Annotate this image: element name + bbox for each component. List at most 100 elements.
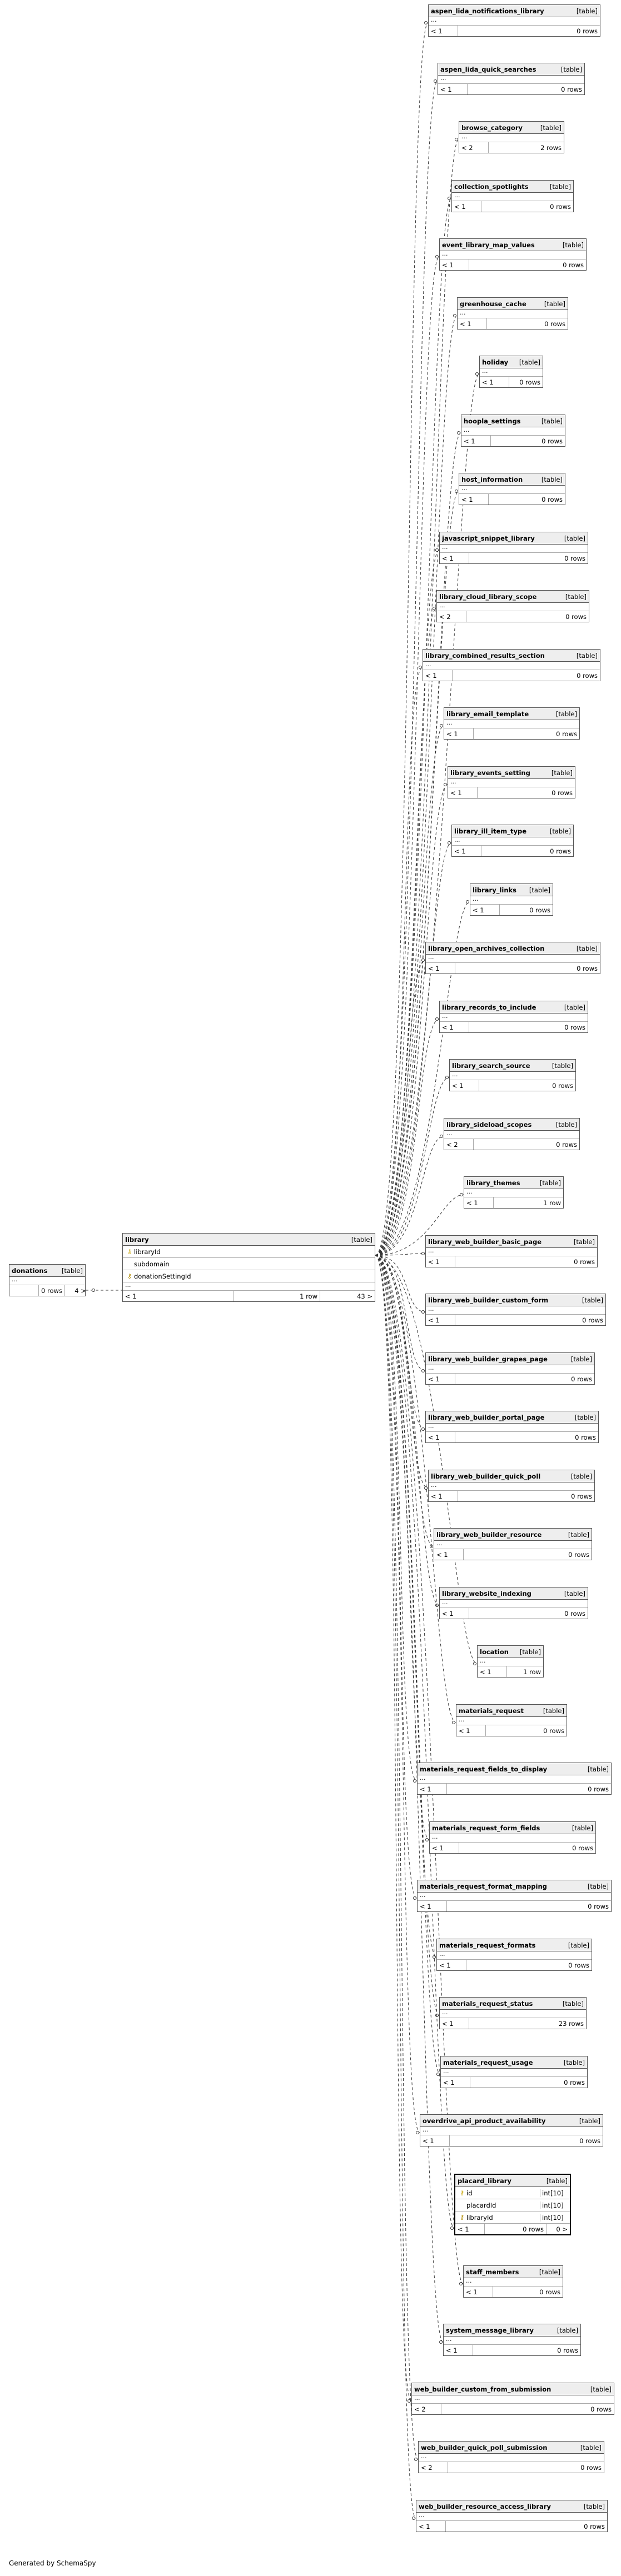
table-library-web-builder-resource[interactable]: library_web_builder_resource[table]...< …: [434, 1528, 592, 1560]
columns-ellipsis: ...: [426, 1365, 594, 1374]
table-library-web-builder-portal-page[interactable]: library_web_builder_portal_page[table]..…: [425, 1411, 599, 1443]
columns-ellipsis: ...: [440, 2009, 586, 2018]
table-web-builder-resource-access-library[interactable]: web_builder_resource_access_library[tabl…: [416, 2500, 608, 2532]
table-placard-library[interactable]: placard_library [table] ⚷ id int[10] pla…: [454, 2174, 571, 2235]
table-materials-request-format-mapping[interactable]: materials_request_format_mapping[table].…: [417, 1880, 612, 1912]
column-type: int[10]: [540, 2213, 568, 2221]
table-library-web-builder-custom-form[interactable]: library_web_builder_custom_form[table]..…: [425, 1294, 606, 1326]
table-type: [table]: [582, 1296, 603, 1304]
row-count: 0 rows: [564, 1023, 585, 1031]
table-overdrive-api-product-availability[interactable]: overdrive_api_product_availability[table…: [420, 2114, 603, 2146]
table-library-web-builder-basic-page[interactable]: library_web_builder_basic_page[table]...…: [425, 1235, 598, 1267]
columns-ellipsis: ...: [458, 309, 568, 318]
column-row-libraryid[interactable]: ⚷ libraryId: [123, 1246, 375, 1258]
parents-count: < 1: [470, 905, 500, 915]
table-name: library_themes: [466, 1179, 520, 1187]
table-header: browse_category[table]: [459, 122, 564, 134]
row-count: 0 rows: [584, 2522, 605, 2530]
table-header: library_web_builder_grapes_page[table]: [426, 1353, 594, 1365]
columns-ellipsis: ...: [419, 2453, 604, 2462]
table-type: [table]: [555, 710, 577, 718]
row-count: 0 rows: [529, 906, 550, 914]
columns-ellipsis: ...: [412, 2395, 614, 2404]
column-row-placardid[interactable]: placardId int[10]: [455, 2199, 570, 2211]
table-name: overdrive_api_product_availability: [423, 2116, 546, 2125]
table-name: location: [480, 1648, 509, 1656]
table-web-builder-quick-poll-submission[interactable]: web_builder_quick_poll_submission[table]…: [418, 2441, 604, 2473]
table-name: staff_members: [466, 2268, 519, 2276]
table-header: web_builder_custom_from_submission[table…: [412, 2383, 614, 2395]
table-library[interactable]: library [table] ⚷ libraryId subdomain ⚷ …: [122, 1233, 375, 1302]
row-count: 0 rows: [550, 847, 571, 855]
row-count: 0 rows: [541, 495, 563, 503]
table-materials-request-form-fields[interactable]: materials_request_form_fields[table]...<…: [429, 1821, 596, 1854]
row-count: 0 rows: [563, 261, 584, 269]
parents-count: < 1: [478, 1666, 507, 1677]
column-row-subdomain[interactable]: subdomain: [123, 1258, 375, 1270]
row-count: 0 rows: [568, 1961, 589, 1969]
columns-ellipsis: ...: [459, 133, 564, 142]
parents-count: < 2: [419, 2462, 448, 2473]
table-library-combined-results-section[interactable]: library_combined_results_section[table].…: [423, 649, 600, 681]
table-materials-request-fields-to-display[interactable]: materials_request_fields_to_display[tabl…: [417, 1763, 612, 1795]
row-count: 0 rows: [541, 437, 563, 445]
table-library-open-archives-collection[interactable]: library_open_archives_collection[table].…: [425, 942, 600, 974]
parents-count: < 1: [420, 2135, 450, 2146]
row-count: 0 rows: [588, 1902, 609, 1910]
table-name: library_sideload_scopes: [446, 1120, 532, 1129]
relationship-edge: [375, 1255, 418, 1781]
table-web-builder-custom-from-submission[interactable]: web_builder_custom_from_submission[table…: [411, 2383, 614, 2415]
crowfoot-marker: [448, 841, 451, 845]
children-count: 43 >: [357, 1292, 372, 1300]
column-row-libraryid[interactable]: ⚷ libraryId int[10]: [455, 2211, 570, 2224]
table-type: [table]: [573, 1237, 595, 1246]
parents-count: < 1: [434, 1549, 464, 1560]
table-library-web-builder-quick-poll[interactable]: library_web_builder_quick_poll[table]...…: [428, 1470, 595, 1502]
column-row-donationsettingid[interactable]: ⚷ donationSettingId: [123, 1270, 375, 1282]
table-name: library: [125, 1235, 149, 1244]
table-library-cloud-library-scope[interactable]: library_cloud_library_scope[table]...< 2…: [436, 590, 589, 622]
relationship-edge: [375, 667, 423, 1256]
table-donations[interactable]: donations [table] ... 0 rows 4 >: [9, 1264, 86, 1296]
parents-count: < 1: [464, 1197, 494, 1208]
table-name: library_records_to_include: [442, 1003, 536, 1011]
parents-count: < 1: [123, 1291, 234, 1301]
parents-count: < 1: [440, 553, 469, 563]
table-name: host_information: [461, 475, 523, 483]
relationship-edge: [375, 1255, 412, 2402]
table-library-web-builder-grapes-page[interactable]: library_web_builder_grapes_page[table]..…: [425, 1352, 595, 1385]
primary-key-icon: ⚷: [127, 1248, 132, 1255]
column-row-id[interactable]: ⚷ id int[10]: [455, 2187, 570, 2199]
relationship-edge: [375, 784, 448, 1256]
table-aspen-lida-notifications-library[interactable]: aspen_lida_notifications_library[table].…: [428, 4, 600, 37]
